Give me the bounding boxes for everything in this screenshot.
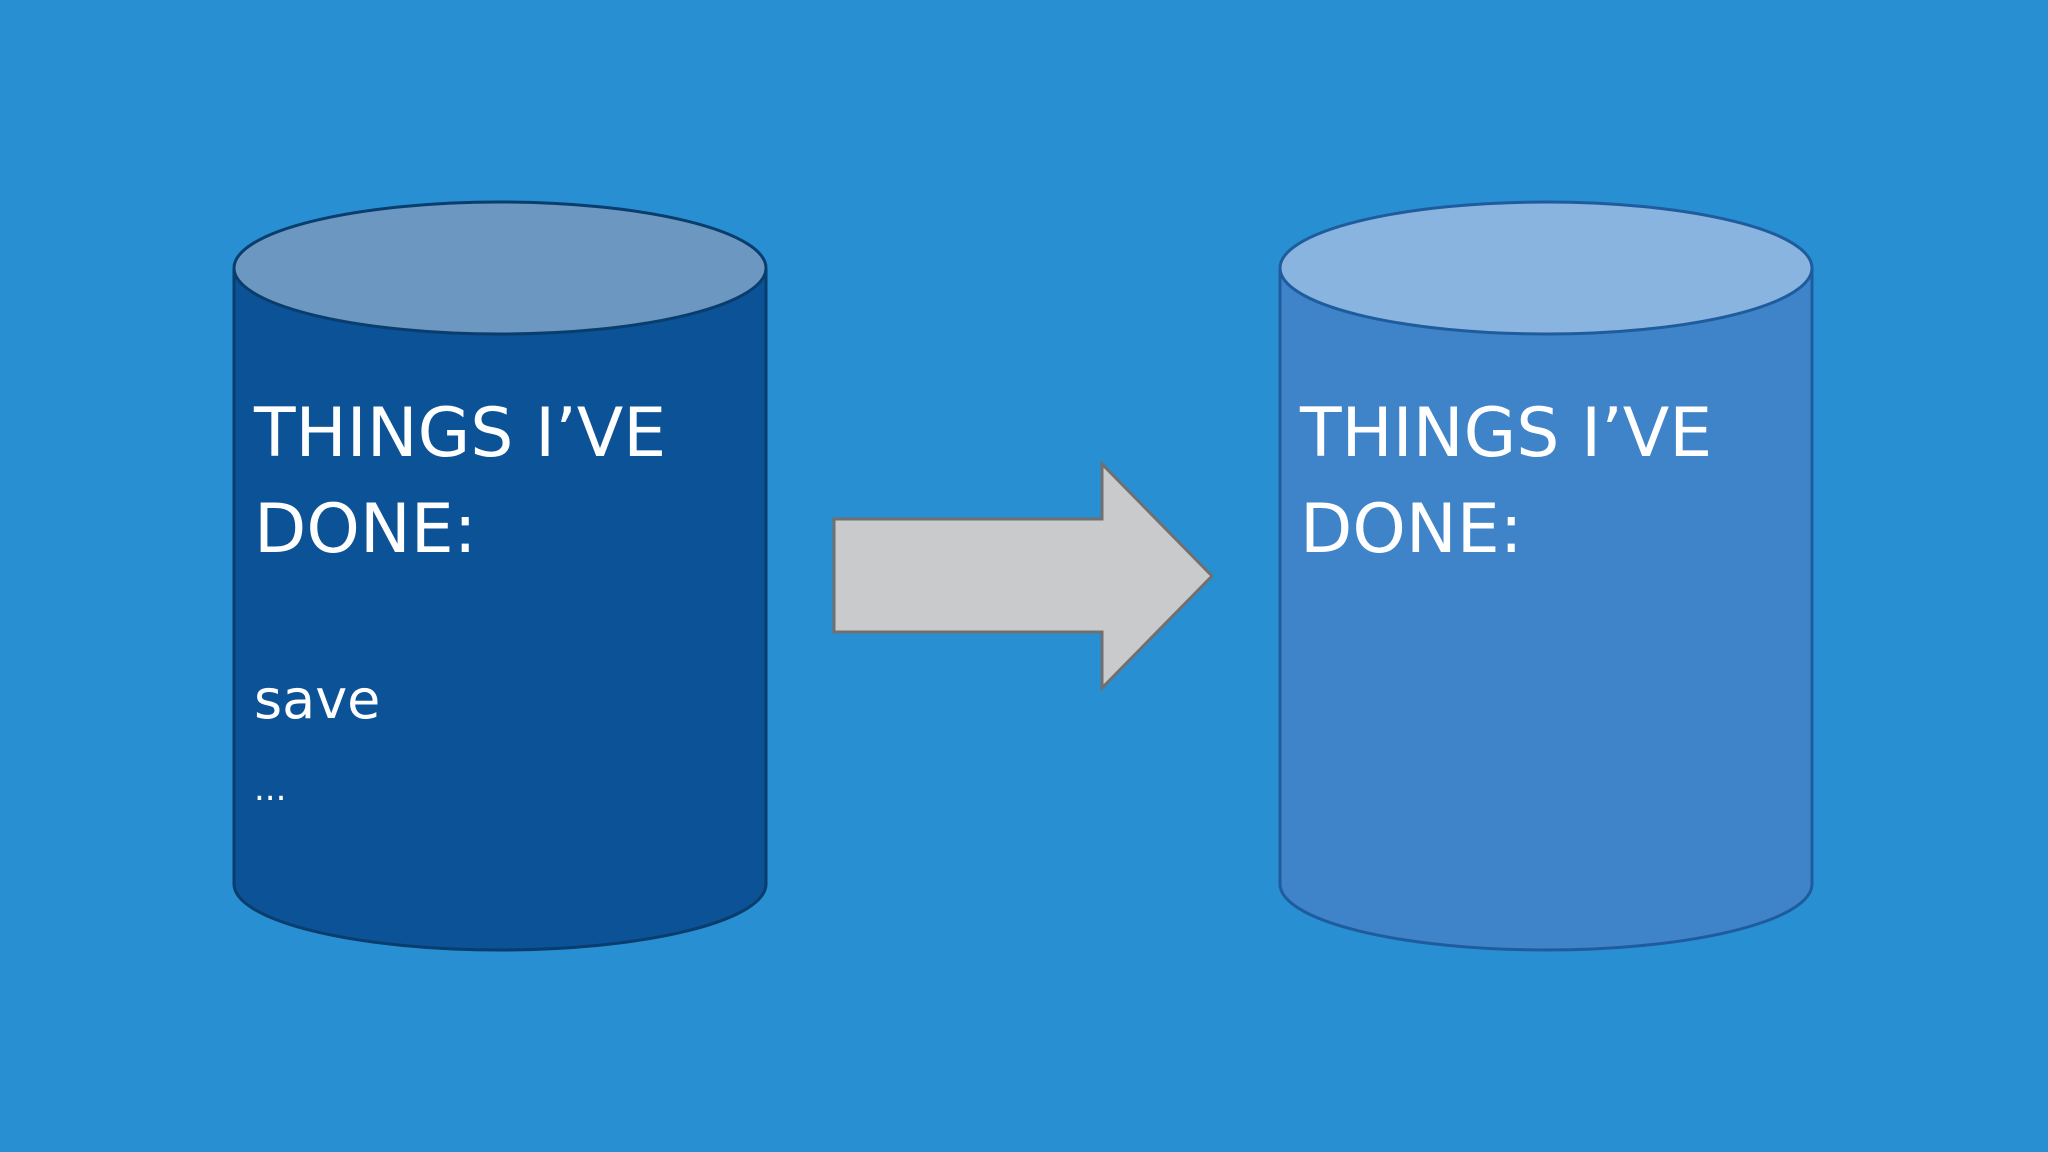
target-database-top (1278, 200, 1814, 336)
right-arrow-icon (832, 460, 1215, 692)
target-database-body (1278, 268, 1814, 952)
target-heading-line1: THINGS I’VE (1299, 394, 1712, 473)
source-database-top (232, 200, 768, 336)
source-heading-line1: THINGS I’VE (253, 394, 666, 473)
source-heading-line2: DONE: (254, 490, 477, 569)
target-heading-line2: DONE: (1300, 490, 1523, 569)
source-database: THINGS I’VE DONE: save ... (232, 200, 768, 952)
source-entry-ellipsis: ... (254, 769, 286, 809)
source-entry-save: save (254, 668, 380, 731)
source-database-body (232, 268, 768, 952)
target-database: THINGS I’VE DONE: (1278, 200, 1814, 952)
